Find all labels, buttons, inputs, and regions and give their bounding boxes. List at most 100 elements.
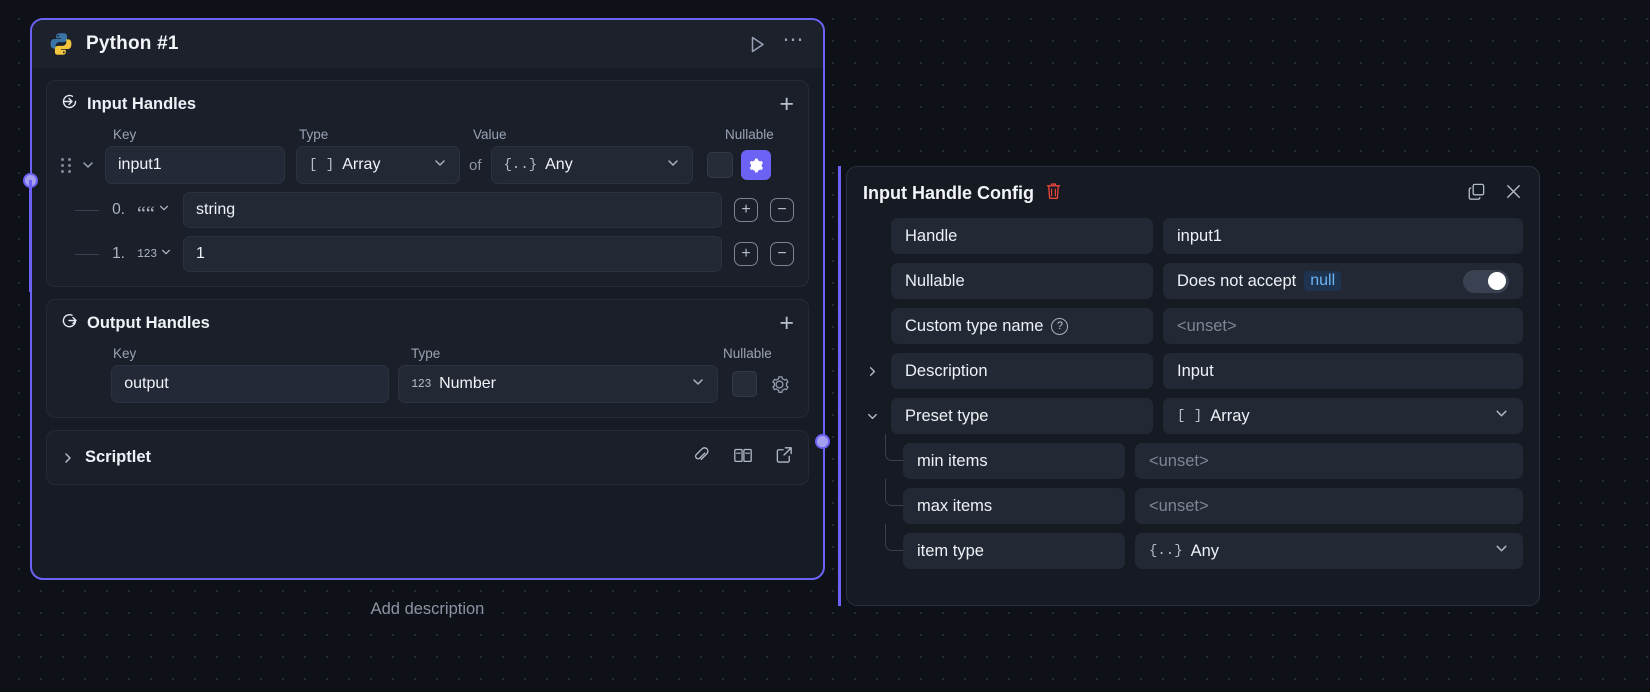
minus-circle-icon[interactable]: − <box>770 198 794 222</box>
chevron-down-icon[interactable] <box>863 410 881 423</box>
output-handles-header: Output Handles + <box>61 309 794 337</box>
output-connection-handle[interactable] <box>815 434 830 449</box>
config-actions <box>1467 182 1523 206</box>
scriptlet-panel[interactable]: Scriptlet <box>46 430 809 485</box>
input-value-type: Any <box>545 156 573 173</box>
add-input-handle-button[interactable]: + <box>779 90 794 118</box>
input-key-field[interactable]: input1 <box>105 146 285 184</box>
input-type-value: Array <box>342 156 381 173</box>
more-options-icon[interactable]: ⋯ <box>782 28 805 51</box>
output-column-headers: Key Type Nullable <box>61 340 794 365</box>
config-row-item-type: item type {..} Any <box>863 524 1523 569</box>
chevron-right-icon[interactable] <box>61 451 75 465</box>
attachment-icon[interactable] <box>692 445 711 470</box>
config-key-item-type: item type <box>903 533 1125 569</box>
output-handle-settings-gear-icon[interactable] <box>765 369 794 399</box>
duplicate-icon[interactable] <box>1467 182 1486 206</box>
chevron-down-icon <box>691 375 705 394</box>
input-handle-row: input1 [ ] Array of {..} Any <box>61 146 794 184</box>
item-type-value: Any <box>1190 541 1220 560</box>
input-type-select[interactable]: [ ] Array <box>296 146 460 184</box>
quote-glyph: ““ <box>137 203 155 225</box>
config-value-handle[interactable]: input1 <box>1163 218 1523 254</box>
config-row-preset-type: Preset type [ ] Array <box>863 398 1523 434</box>
config-row-nullable: Nullable Does not accept null <box>863 263 1523 299</box>
array-item-value-field[interactable]: 1 <box>183 236 722 272</box>
help-icon[interactable]: ? <box>1051 317 1069 335</box>
output-type-select[interactable]: 123 Number <box>398 365 718 403</box>
add-output-handle-button[interactable]: + <box>779 309 794 337</box>
config-value-max-items[interactable]: <unset> <box>1135 488 1523 524</box>
config-value-custom-type-name[interactable]: <unset> <box>1163 308 1523 344</box>
preset-type-value: Array <box>1210 406 1250 425</box>
drag-handle-icon[interactable] <box>61 158 73 173</box>
config-key-preset-type: Preset type <box>891 398 1153 434</box>
docs-icon[interactable] <box>733 445 753 470</box>
expand-chevron-down-icon[interactable] <box>81 158 95 172</box>
tree-connector <box>75 209 99 211</box>
config-key-custom-type-name: Custom type name ? <box>891 308 1153 344</box>
plus-circle-icon[interactable]: + <box>734 242 758 266</box>
config-row-max-items: max items <unset> <box>863 479 1523 524</box>
minus-circle-icon[interactable]: − <box>770 242 794 266</box>
number-type-icon: 123 <box>411 377 432 391</box>
string-icon[interactable]: ““ <box>137 201 183 225</box>
open-external-icon[interactable] <box>775 445 794 470</box>
output-type-value: Number <box>439 375 496 392</box>
output-handles-title: Output Handles <box>87 313 210 332</box>
array-item-index: 1. <box>112 245 125 262</box>
input-nullable-checkbox[interactable] <box>706 152 733 178</box>
tree-connector <box>75 253 99 255</box>
input-link-line <box>29 180 32 292</box>
config-key-description: Description <box>891 353 1153 389</box>
config-value-min-items[interactable]: <unset> <box>1135 443 1523 479</box>
python-icon <box>48 31 74 57</box>
config-header: Input Handle Config <box>863 181 1523 206</box>
config-row-description: Description Input <box>863 353 1523 389</box>
config-key-handle: Handle <box>891 218 1153 254</box>
input-value-type-select[interactable]: {..} Any <box>490 146 693 184</box>
input-handles-panel: Input Handles + Key Type Value Nullable … <box>46 80 809 287</box>
node-title: Python #1 <box>86 33 179 54</box>
nullable-toggle[interactable] <box>1463 269 1509 293</box>
array-type-icon: [ ] <box>309 157 335 173</box>
array-type-icon: [ ] <box>1177 408 1203 424</box>
play-icon[interactable] <box>745 31 771 57</box>
chevron-down-icon <box>158 201 170 217</box>
chevron-right-icon[interactable] <box>863 365 881 378</box>
input-handle-settings-gear-icon[interactable] <box>740 150 771 180</box>
config-link-line <box>838 166 841 606</box>
of-label: of <box>469 156 482 174</box>
python-node[interactable]: Python #1 ⋯ Input Handles + Key Type Val… <box>30 18 825 580</box>
config-key-max-items: max items <box>903 488 1125 524</box>
output-key-field[interactable]: output <box>111 365 390 403</box>
arrow-into-circle-icon <box>61 93 78 115</box>
tree-connector <box>885 524 903 551</box>
column-nullable: Nullable <box>723 346 772 361</box>
number-icon[interactable]: 123 <box>137 246 183 262</box>
column-type: Type <box>411 346 441 361</box>
add-description-button[interactable]: Add description <box>370 600 485 618</box>
config-row-min-items: min items <unset> <box>863 434 1523 479</box>
output-handle-row: output 123 Number <box>61 365 794 403</box>
node-body: Input Handles + Key Type Value Nullable … <box>32 68 823 578</box>
input-handles-header: Input Handles + <box>61 90 794 118</box>
config-value-item-type[interactable]: {..} Any <box>1135 533 1523 569</box>
config-row-custom-type-name: Custom type name ? <unset> <box>863 308 1523 344</box>
config-row-handle: Handle input1 <box>863 218 1523 254</box>
column-key: Key <box>113 346 137 361</box>
output-nullable-checkbox[interactable] <box>731 371 758 397</box>
plus-circle-icon[interactable]: + <box>734 198 758 222</box>
column-key: Key <box>113 127 137 142</box>
array-item-value-field[interactable]: string <box>183 192 722 228</box>
tree-connector <box>885 434 903 461</box>
trash-icon[interactable] <box>1044 181 1063 206</box>
config-value-nullable: Does not accept null <box>1163 263 1523 299</box>
config-key-label: Custom type name <box>905 316 1044 335</box>
close-icon[interactable] <box>1504 182 1523 206</box>
column-type: Type <box>299 127 329 142</box>
input-handles-title: Input Handles <box>87 94 197 113</box>
config-value-preset-type[interactable]: [ ] Array <box>1163 398 1523 434</box>
config-value-description[interactable]: Input <box>1163 353 1523 389</box>
input-column-headers: Key Type Value Nullable <box>61 121 794 146</box>
